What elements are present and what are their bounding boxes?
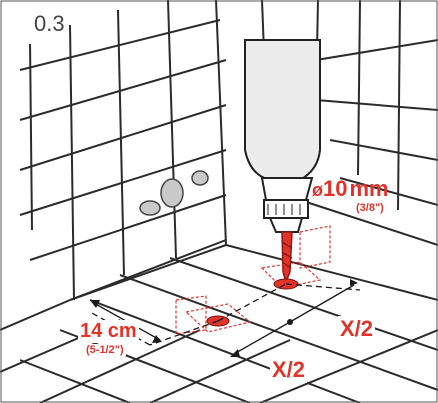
drill-illustration bbox=[244, 39, 321, 233]
half-span-right-label: X/2 bbox=[338, 316, 376, 342]
drill-diameter-imperial: (3/8") bbox=[356, 202, 384, 214]
bracket-outlines bbox=[175, 225, 331, 335]
offset-metric: 14 cm bbox=[78, 320, 139, 343]
diameter-symbol: ø bbox=[312, 180, 323, 200]
drill-diameter-callout: ø10mm bbox=[310, 176, 391, 202]
diameter-value: 10 bbox=[323, 176, 348, 201]
dimension-arrowheads bbox=[90, 279, 358, 357]
wall-holes bbox=[139, 170, 209, 216]
offset-imperial: (5-1/2") bbox=[84, 344, 126, 356]
drill-bit bbox=[281, 231, 293, 285]
half-span-bottom-label: X/2 bbox=[270, 357, 308, 383]
step-number: 0.3 bbox=[4, 4, 68, 44]
diameter-unit: mm bbox=[349, 176, 389, 201]
dimension-lines bbox=[89, 283, 361, 355]
